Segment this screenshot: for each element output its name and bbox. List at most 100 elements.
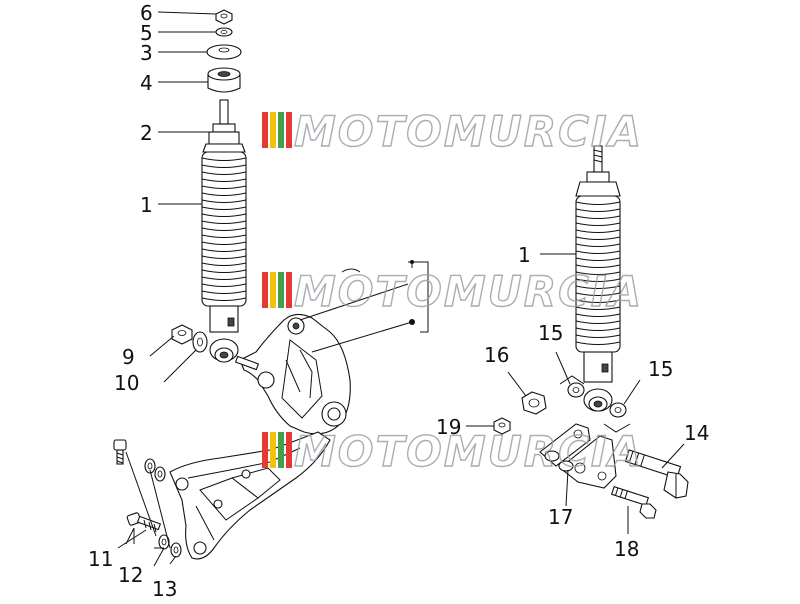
spring-coil — [201, 269, 247, 273]
watermark-stripe — [270, 432, 276, 468]
spring-coil — [201, 220, 247, 224]
spring-coil — [201, 241, 247, 245]
callout-12: 12 — [118, 563, 143, 587]
spring-coil — [201, 276, 247, 280]
callout-9: 9 — [122, 345, 135, 369]
spring-coil — [201, 283, 247, 287]
watermark-text: MOTOMURCIA — [294, 267, 643, 316]
washer-part-13-lower — [170, 542, 182, 558]
nut-part-16 — [521, 391, 547, 415]
spring-coil — [201, 171, 247, 175]
spring-coil — [201, 157, 247, 161]
callout-18: 18 — [614, 537, 639, 561]
bolt-part-18 — [610, 485, 657, 519]
spring-coil — [201, 164, 247, 168]
spring-coil — [575, 215, 621, 219]
shock-absorber-left — [201, 99, 247, 363]
spring-coil — [201, 234, 247, 238]
spring-coil — [575, 271, 621, 275]
cup-washer-part-3 — [206, 44, 242, 60]
spring-coil — [201, 199, 247, 203]
spacer-part-15-left — [567, 382, 585, 398]
bolt-part-11-lower — [126, 512, 162, 533]
shock-spring-left — [201, 151, 247, 307]
bolt-part-14 — [624, 449, 689, 499]
washer-part-10 — [192, 331, 208, 353]
callout-14: 14 — [684, 421, 709, 445]
callout-11: 11 — [88, 547, 113, 571]
spring-coil — [575, 257, 621, 261]
callout-3: 3 — [140, 41, 153, 65]
mounting-bracket-part-17 — [539, 423, 617, 489]
callout-4: 4 — [140, 71, 153, 95]
spring-coil — [575, 250, 621, 254]
spring-coil — [201, 248, 247, 252]
spring-coil — [575, 264, 621, 268]
spring-coil — [575, 327, 621, 331]
shock-top-cap-part-2 — [202, 123, 246, 153]
watermark-text: MOTOMURCIA — [294, 107, 643, 156]
callout-labels: 6 5 3 4 2 1 9 10 11 12 13 1 15 15 16 19 … — [88, 1, 709, 601]
watermark-stripe — [262, 432, 268, 468]
spring-coil — [575, 243, 621, 247]
washer-part-12-upper — [144, 458, 156, 474]
shock-absorber-right — [575, 145, 621, 412]
watermark-stripe — [278, 272, 284, 308]
spring-coil — [201, 255, 247, 259]
spring-coil — [575, 341, 621, 345]
washer-part-12-lower — [158, 534, 170, 550]
leader-lines — [117, 11, 685, 567]
spring-coil — [575, 208, 621, 212]
nut-part-9 — [171, 324, 193, 345]
spring-coil — [575, 285, 621, 289]
spring-coil — [201, 262, 247, 266]
group-bracket-indicator — [299, 260, 429, 353]
spring-coil — [201, 297, 247, 301]
watermark-stripe — [270, 112, 276, 148]
spring-coil — [575, 299, 621, 303]
spring-coil — [575, 306, 621, 310]
spacer-bracket-15 — [559, 375, 631, 433]
callout-15-left: 15 — [538, 321, 563, 345]
washer-part-13-upper — [154, 466, 166, 482]
callout-1-left: 1 — [140, 193, 153, 217]
spring-coil — [201, 185, 247, 189]
spring-coil — [201, 206, 247, 210]
watermark-stripe — [286, 432, 292, 468]
watermark-text: MOTOMURCIA — [294, 427, 643, 476]
spring-coil — [575, 313, 621, 317]
washer-part-5 — [215, 27, 233, 37]
spring-coil — [575, 222, 621, 226]
watermark-bottom: MOTOMURCIA — [262, 426, 643, 477]
callout-5: 5 — [140, 21, 153, 45]
watermark-stripe — [262, 112, 268, 148]
watermark-stripe — [286, 272, 292, 308]
spacer-part-15-right — [609, 402, 627, 418]
spring-coil — [201, 290, 247, 294]
watermark-stripe — [278, 112, 284, 148]
callout-19: 19 — [436, 415, 461, 439]
spring-coil — [575, 201, 621, 205]
nut-part-19 — [493, 417, 511, 435]
spring-coil — [575, 292, 621, 296]
spring-coil — [575, 236, 621, 240]
callout-17: 17 — [548, 505, 573, 529]
callout-1-right: 1 — [518, 243, 531, 267]
watermark-stripe — [262, 272, 268, 308]
spring-coil — [201, 227, 247, 231]
spring-coil — [575, 334, 621, 338]
watermark-stripe — [278, 432, 284, 468]
shock-spring-right — [575, 195, 621, 353]
callout-2: 2 — [140, 121, 153, 145]
watermark-stripe — [270, 272, 276, 308]
spring-coil — [575, 229, 621, 233]
spring-coil — [575, 278, 621, 282]
callout-6: 6 — [140, 1, 153, 25]
watermark-middle: MOTOMURCIA — [262, 266, 643, 317]
spring-coil — [201, 213, 247, 217]
watermark-stripe — [286, 112, 292, 148]
callout-16: 16 — [484, 343, 509, 367]
callout-13: 13 — [152, 577, 177, 600]
spring-coil — [201, 178, 247, 182]
